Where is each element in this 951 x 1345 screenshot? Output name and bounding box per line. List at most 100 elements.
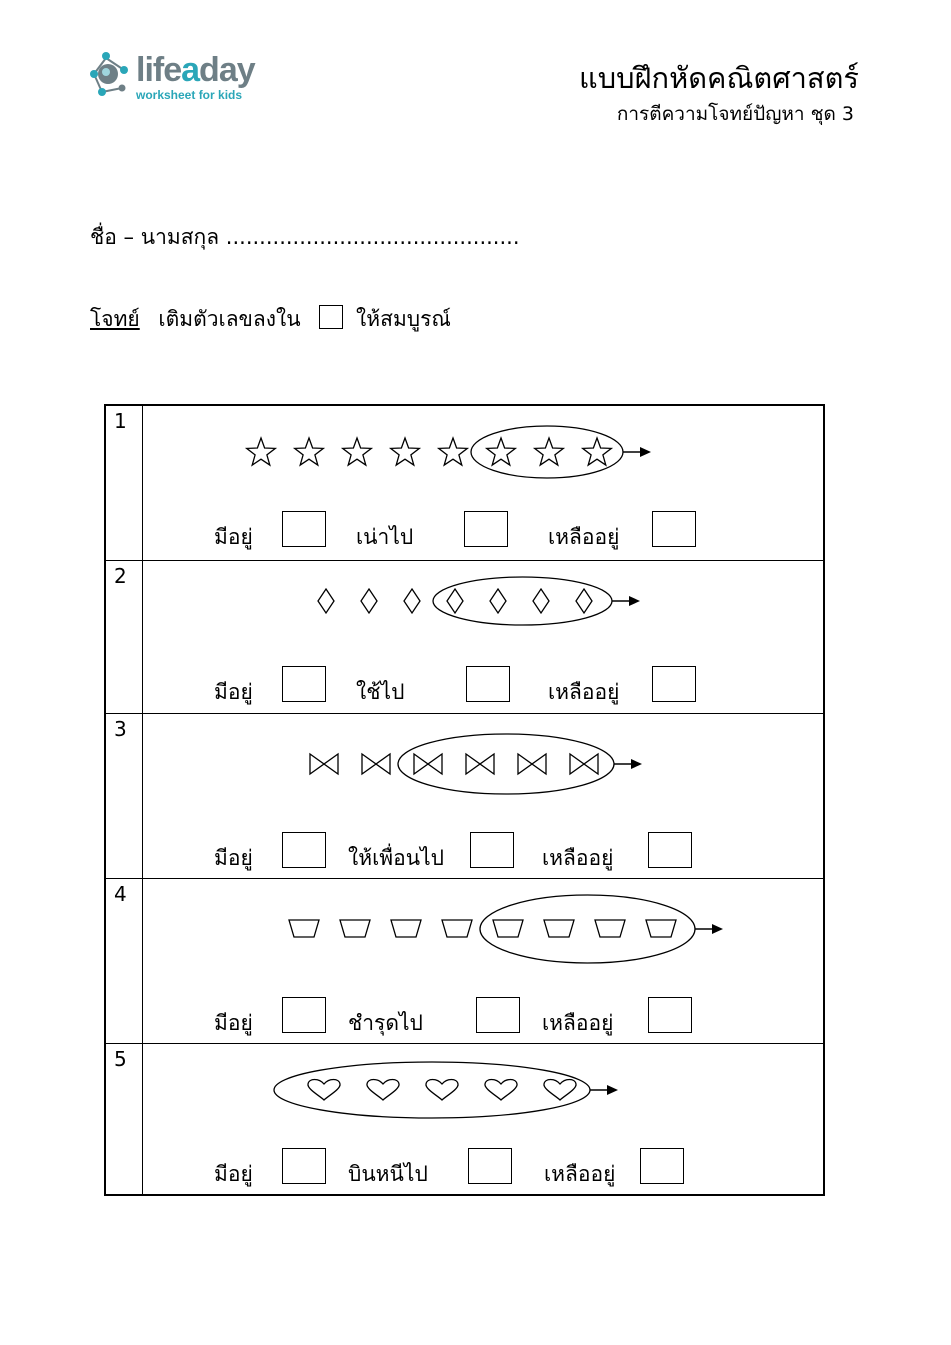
answer-box-remain[interactable] <box>652 511 696 547</box>
diamond-icon <box>317 587 335 615</box>
arrow-right-icon <box>614 759 642 769</box>
trapezoid-icon <box>645 919 677 938</box>
label-remain: เหลืออยู่ <box>542 1011 614 1035</box>
instruction-text-after: ให้สมบูรณ์ <box>356 307 451 331</box>
heart-icon <box>484 1078 518 1101</box>
arrow-right-icon <box>695 924 723 934</box>
label-have: มีอยู่ <box>214 846 253 870</box>
problem-number: 1 <box>114 409 127 433</box>
instruction: โจทย์ เติมตัวเลขลงใน ให้สมบูรณ์ <box>90 304 451 334</box>
label-remain: เหลืออยู่ <box>548 525 620 549</box>
answer-box-action[interactable] <box>464 511 508 547</box>
star-icon <box>532 436 566 467</box>
diamond-icon <box>489 587 507 615</box>
problem-picture <box>244 425 651 479</box>
problem-picture <box>273 1061 618 1119</box>
star-icon <box>484 436 518 467</box>
bowtie-icon <box>361 752 391 776</box>
problem-number-cell: 3 <box>106 714 143 878</box>
answer-box-have[interactable] <box>282 997 326 1033</box>
problem-number: 2 <box>114 564 127 588</box>
trapezoid-icon <box>594 919 626 938</box>
star-icon <box>340 436 374 467</box>
trapezoid-icon <box>543 919 575 938</box>
arrow-right-icon <box>590 1085 618 1095</box>
heart-icon <box>425 1078 459 1101</box>
diamond-icon <box>446 587 464 615</box>
group-oval <box>432 576 613 626</box>
diamond-icon <box>532 587 550 615</box>
answer-box-remain[interactable] <box>640 1148 684 1184</box>
star-icon <box>436 436 470 467</box>
label-remain: เหลืออยู่ <box>542 846 614 870</box>
label-action: ให้เพื่อนไป <box>348 846 444 870</box>
label-action: บินหนีไป <box>348 1162 428 1186</box>
bowtie-icon <box>413 752 443 776</box>
instruction-text-before: เติมตัวเลขลงใน <box>158 307 301 331</box>
problem-number-cell: 1 <box>106 406 143 560</box>
problem-row: 2 มีอยู่ ใช้ไป เหลืออยู่ <box>106 560 823 713</box>
star-icon <box>580 436 614 467</box>
label-have: มีอยู่ <box>214 1162 253 1186</box>
label-have: มีอยู่ <box>214 680 253 704</box>
answer-box-have[interactable] <box>282 832 326 868</box>
bowtie-icon <box>517 752 547 776</box>
brand-name: lifeaday <box>136 51 256 89</box>
group-oval <box>397 733 615 795</box>
heart-icon <box>307 1078 341 1101</box>
name-field[interactable]: ชื่อ – นามสกุล .........................… <box>90 222 520 252</box>
page-subtitle: การตีความโจทย์ปัญหา ชุด 3 <box>616 103 854 125</box>
answer-box-action[interactable] <box>476 997 520 1033</box>
brand-tagline: worksheet for kids <box>136 88 243 102</box>
bowtie-icon <box>569 752 599 776</box>
answer-box-remain[interactable] <box>652 666 696 702</box>
problem-picture <box>309 733 642 795</box>
problem-row: 3 มีอยู่ ให้เพื่อนไป เหลืออยู่ <box>106 713 823 878</box>
problem-picture <box>288 894 723 964</box>
label-have: มีอยู่ <box>214 525 253 549</box>
group-oval <box>479 894 696 964</box>
problem-row: 1 มีอยู่ เน่าไป เหลืออยู่ <box>106 406 823 560</box>
name-field-blank[interactable]: ........................................… <box>225 225 520 249</box>
diamond-icon <box>360 587 378 615</box>
group-oval <box>470 425 624 479</box>
arrow-right-icon <box>623 447 651 457</box>
instruction-box-icon <box>319 305 344 329</box>
problem-number: 4 <box>114 882 127 906</box>
problem-number-cell: 2 <box>106 561 143 713</box>
problem-number-cell: 5 <box>106 1044 143 1194</box>
diamond-icon <box>575 587 593 615</box>
star-icon <box>388 436 422 467</box>
group-oval <box>273 1061 591 1119</box>
trapezoid-icon <box>288 919 320 938</box>
star-icon <box>292 436 326 467</box>
arrow-right-icon <box>612 596 640 606</box>
name-field-label: ชื่อ – นามสกุล <box>90 225 220 249</box>
answer-box-have[interactable] <box>282 511 326 547</box>
label-remain: เหลืออยู่ <box>544 1162 616 1186</box>
bowtie-icon <box>309 752 339 776</box>
answer-box-remain[interactable] <box>648 997 692 1033</box>
problem-row: 4 มีอยู่ ชำรุดไป เหลืออยู่ <box>106 878 823 1043</box>
label-have: มีอยู่ <box>214 1011 253 1035</box>
answer-box-action[interactable] <box>470 832 514 868</box>
problem-number-cell: 4 <box>106 879 143 1043</box>
label-remain: เหลืออยู่ <box>548 680 620 704</box>
trapezoid-icon <box>339 919 371 938</box>
problem-picture <box>317 576 640 626</box>
heart-icon <box>366 1078 400 1101</box>
trapezoid-icon <box>492 919 524 938</box>
answer-box-have[interactable] <box>282 666 326 702</box>
lifeaday-logo-icon <box>90 52 128 96</box>
label-action: ชำรุดไป <box>348 1011 423 1035</box>
instruction-label: โจทย์ <box>90 307 140 331</box>
label-action: เน่าไป <box>356 525 414 549</box>
label-action: ใช้ไป <box>356 680 405 704</box>
bowtie-icon <box>465 752 495 776</box>
answer-box-remain[interactable] <box>648 832 692 868</box>
page-title: แบบฝึกหัดคณิตศาสตร์ <box>579 61 859 95</box>
answer-box-have[interactable] <box>282 1148 326 1184</box>
answer-box-action[interactable] <box>468 1148 512 1184</box>
answer-box-action[interactable] <box>466 666 510 702</box>
